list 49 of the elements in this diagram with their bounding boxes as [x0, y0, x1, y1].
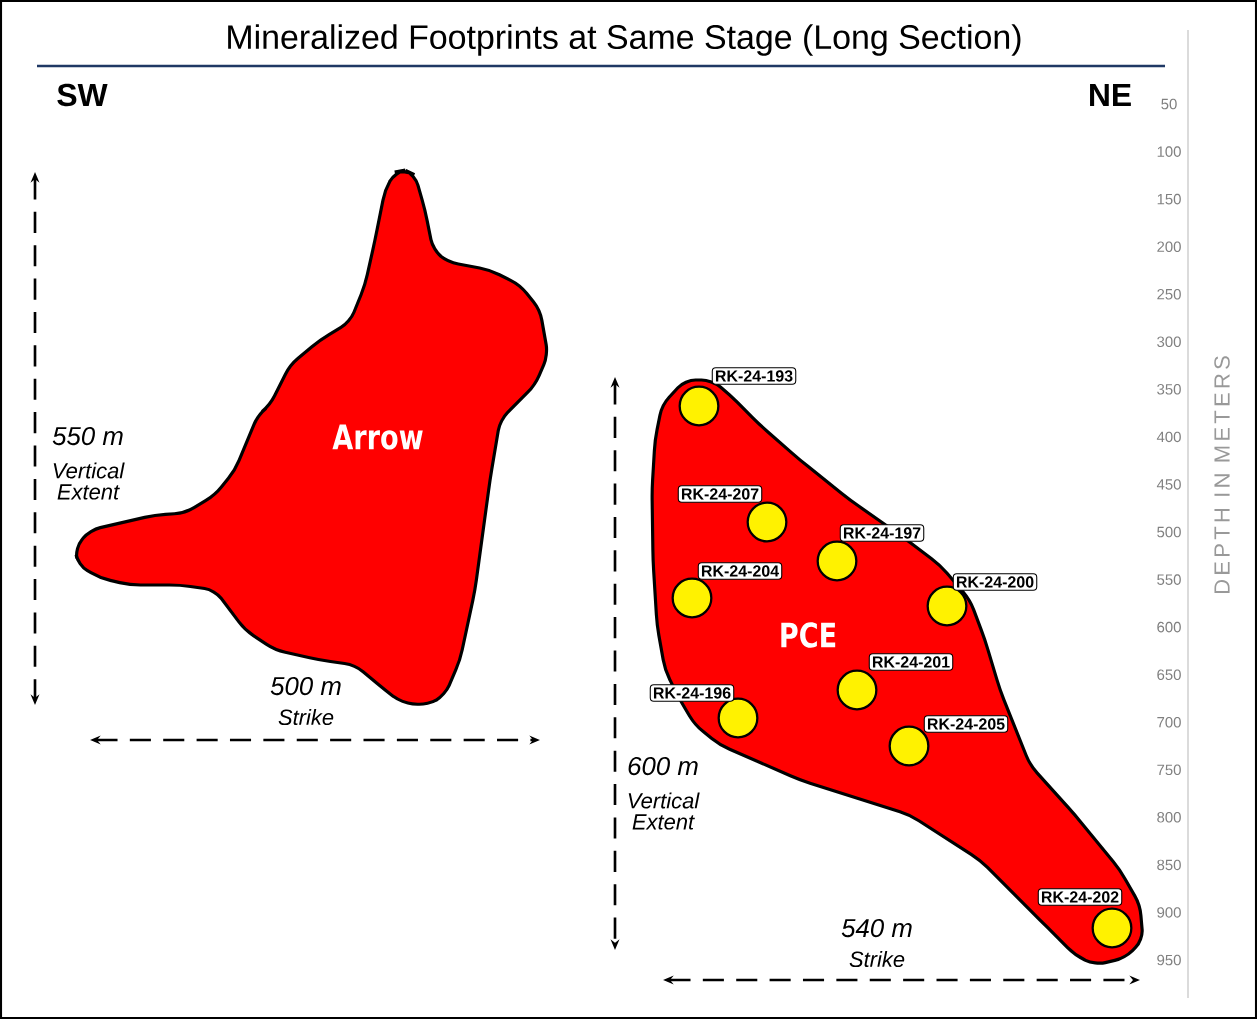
dimension-value: 550 m — [52, 426, 123, 446]
dimension-value: 540 m — [841, 918, 912, 938]
depth-tick-label: 900 — [1157, 907, 1181, 918]
drill-hole-marker — [746, 501, 788, 543]
drill-hole-label: RK-24-204 — [697, 562, 783, 580]
drill-hole-label: RK-24-196 — [649, 684, 735, 702]
depth-tick-label: 850 — [1157, 859, 1181, 871]
axis-title: DEPTH IN METERS — [1214, 356, 1230, 594]
drill-hole-marker — [836, 669, 878, 711]
drill-hole-label: RK-24-197 — [839, 524, 925, 542]
drill-hole-marker — [678, 385, 720, 427]
depth-tick-label: 450 — [1156, 479, 1181, 490]
drill-hole-marker — [1091, 907, 1133, 949]
depth-tick-label: 500 — [1157, 526, 1181, 538]
depth-tick-label: 250 — [1157, 288, 1181, 300]
drill-hole-label: RK-24-201 — [868, 653, 954, 671]
depth-tick-label: 300 — [1157, 336, 1181, 348]
drill-hole-label: RK-24-202 — [1037, 888, 1123, 906]
drill-hole-marker — [717, 697, 759, 739]
dimension-value: 600 m — [628, 756, 698, 776]
depth-tick-label: 950 — [1157, 954, 1181, 966]
depth-tick-label: 400 — [1156, 431, 1181, 443]
drill-hole-label: RK-24-207 — [677, 485, 763, 503]
depth-tick-label: 600 — [1157, 621, 1181, 633]
dimension-caption: Vertical Extent — [53, 462, 125, 500]
depth-tick-label: 750 — [1157, 764, 1181, 776]
depth-tick-label: 800 — [1157, 812, 1181, 823]
depth-tick-label: 150 — [1157, 193, 1181, 205]
drill-hole-marker — [816, 540, 858, 582]
ore-body-label: Arrow — [332, 424, 423, 450]
drill-hole-label: RK-24-205 — [923, 715, 1009, 733]
drill-hole-label: RK-24-200 — [952, 573, 1038, 591]
dimension-value: 500 m — [270, 676, 341, 696]
ore-body-label: PCE — [781, 622, 836, 648]
depth-tick-label: 550 — [1157, 574, 1181, 585]
depth-tick-label: 100 — [1157, 146, 1181, 157]
drill-hole-marker — [888, 725, 930, 767]
drill-hole-marker — [671, 577, 713, 619]
direction-label: SW — [57, 83, 108, 107]
depth-tick-label: 350 — [1157, 384, 1181, 395]
title: Mineralized Footprints at Same Stage (Long Section) — [228, 24, 1021, 56]
depth-tick-label: 50 — [1161, 98, 1177, 110]
depth-tick-label: 200 — [1157, 241, 1181, 252]
depth-tick-label: 650 — [1157, 669, 1181, 680]
dimension-caption: Vertical Extent — [628, 792, 700, 830]
dimension-caption: Strike — [849, 950, 905, 968]
depth-tick-label: 700 — [1157, 716, 1181, 728]
direction-label: NE — [1090, 84, 1131, 106]
drill-hole-label: RK-24-193 — [711, 367, 797, 385]
